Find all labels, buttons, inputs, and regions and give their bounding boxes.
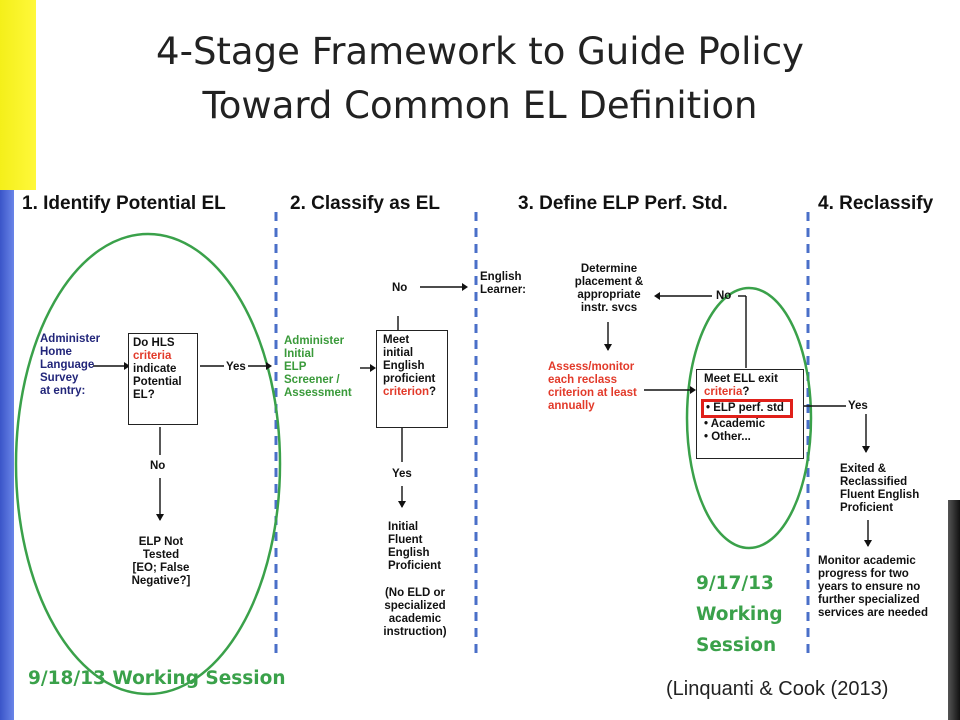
stage2-no-label: No (392, 282, 408, 294)
stage1-header: 1. Identify Potential EL (22, 193, 226, 214)
stage1-no-label: No (150, 460, 166, 472)
hls-decision-box: Do HLS criteria indicate Potential EL? (128, 333, 198, 425)
stage1-session-label: 9/18/13 Working Session (28, 668, 286, 689)
left-accent-blue (0, 190, 14, 720)
slide-title-line1: 4-Stage Framework to Guide Policy (156, 30, 804, 73)
stage4-header: 4. Reclassify (818, 193, 934, 214)
stage1-yes-label: Yes (224, 361, 248, 374)
citation: (Linquanti & Cook (2013) (666, 678, 889, 700)
stage4-yes-label: Yes (848, 400, 868, 412)
left-accent-yellow (0, 0, 36, 190)
stage2-header: 2. Classify as EL (290, 193, 440, 214)
stage2-yes-label: Yes (392, 468, 412, 480)
slide-title-line2: Toward Common EL Definition (202, 84, 758, 127)
elp-perf-std-item: • ELP perf. std (701, 399, 793, 418)
right-accent-dark (948, 500, 960, 720)
stage3-header: 3. Define ELP Perf. Std. (518, 193, 728, 214)
initial-criterion-decision-box: Meet initial English proficient criterio… (376, 330, 448, 428)
stage3-no-label: No (716, 290, 732, 302)
ell-exit-criteria-box: Meet ELL exit criteria? • ELP perf. std … (696, 369, 804, 459)
